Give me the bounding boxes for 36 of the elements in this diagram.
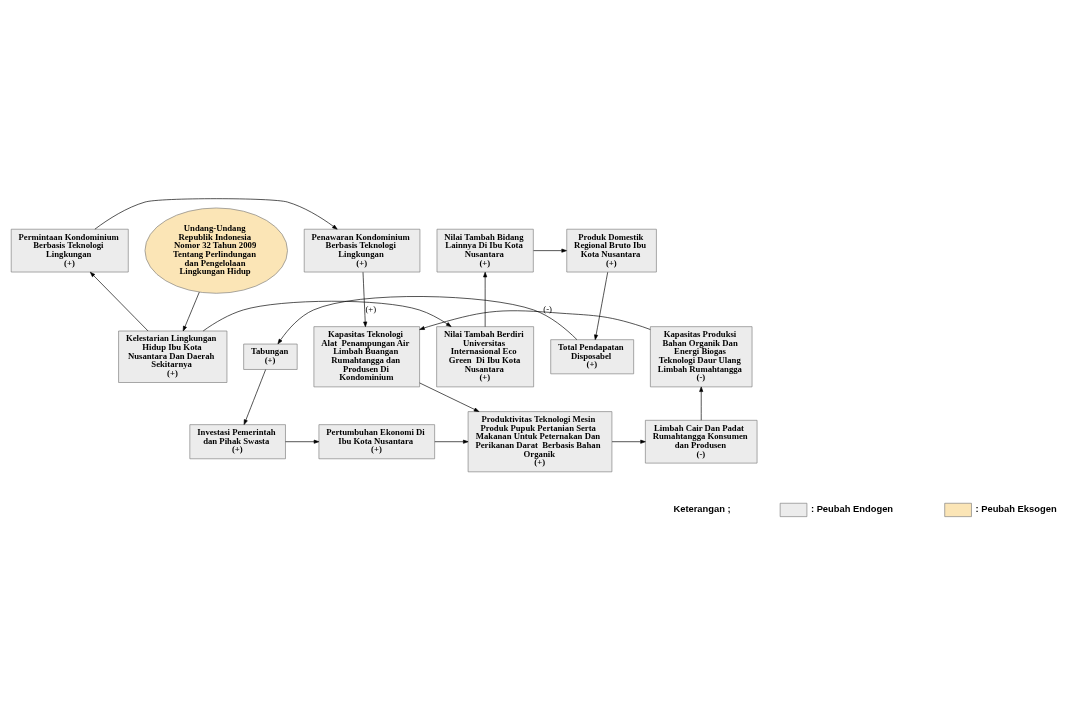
node-box: Limbah Cair Dan Padat Rumahtangga Konsumen dan Produsen (-) [645, 419, 758, 463]
arrow [243, 368, 266, 425]
arrow [182, 291, 200, 331]
node-box: Produktivitas Teknologi Mesin Produk Pupuk Pertanian Serta Makanan Untuk Peternakan Dan Perikanan Darat Berbasis Bahan Organik (+) [467, 410, 613, 472]
arrow [611, 439, 646, 444]
arrow [483, 271, 488, 327]
arrow [202, 300, 452, 331]
arrow [94, 197, 338, 229]
node-box: Penawaran Kondominium Berbasis Teknologi Lingkungan (+) [303, 228, 421, 272]
legend-label: : Peubah Eksogen [975, 503, 1057, 514]
arrow [362, 271, 368, 327]
node-box: Kapasitas Produksi Bahan Organik Dan Energi Biogas Teknologi Daur Ulang Limbah Rumahtangga (-) [650, 325, 753, 387]
arrow [277, 295, 578, 344]
node-box: Kapasitas Teknologi Alat Penampungan Air Limbah Buangan Rumahtangga dan Produsen Di Kondominium [313, 325, 420, 387]
arrow [285, 439, 320, 444]
arrow [434, 439, 469, 444]
arrow [419, 309, 651, 330]
node-box: Pertumbuhan Ekonomi Di Ibu Kota Nusantara (+) [318, 423, 435, 459]
node-box: Total Pendapatan Disposabel (+) [550, 338, 634, 374]
arrow [419, 382, 480, 412]
edge-label: (+) [365, 303, 377, 314]
arrow [594, 271, 609, 340]
arrow [90, 271, 149, 331]
node-box: Tabungan (+) [243, 343, 298, 370]
label: Keterangan ; [673, 503, 731, 514]
node-box: Investasi Pemerintah dan Pihak Swasta (+) [189, 423, 286, 459]
node-box: Permintaan Kondominium Berbasis Teknologi Lingkungan (+) [10, 228, 129, 272]
arrow [533, 248, 567, 253]
legend-label: : Peubah Endogen [810, 503, 894, 514]
node-box: Nilai Tambah Berdiri Universitas Internasional Eco Green Di Ibu Kota Nusantara (+) [436, 325, 534, 387]
node-ellipse: Undang-Undang Republik Indonesia Nomor 32 Tahun 2009 Tentang Perlindungan dan Pengelolaan Lingkungan Hidup [144, 207, 288, 294]
arrow [699, 386, 704, 421]
node-box: Nilai Tambah Bidang Lainnya Di Ibu Kota Nusantara (+) [436, 228, 534, 272]
node-box: Kelestarian Lingkungan Hidup Ibu Kota Nusantara Dan Daerah Sekitarnya (+) [118, 330, 228, 383]
node-box: Produk Domestik Regional Bruto Ibu Kota Nusantara (+) [566, 228, 657, 272]
edge-label: (-) [543, 303, 553, 314]
